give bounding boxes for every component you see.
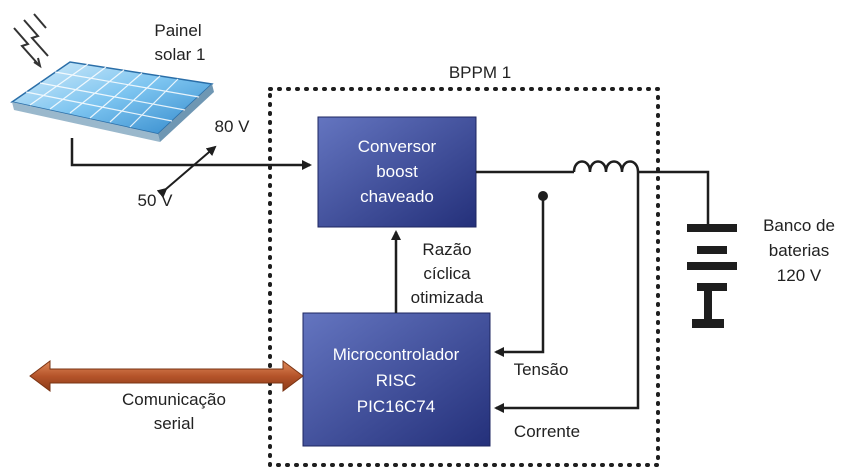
- converter-block: [317, 116, 477, 228]
- microcontroller-line2: RISC: [376, 371, 417, 390]
- voltage-sense-label: Tensão: [514, 360, 569, 379]
- voltage-min-label: 50 V: [138, 191, 174, 210]
- current-sense-wire: [494, 172, 640, 413]
- converter-line1: Conversor: [358, 137, 437, 156]
- bppm-boundary: [268, 87, 660, 467]
- battery-icon: [687, 224, 737, 328]
- voltage-range-arrow: [156, 145, 217, 199]
- solar-panel-label-line1: Painel: [154, 21, 201, 40]
- current-sense-label: Corrente: [514, 422, 580, 441]
- bppm-title: BPPM 1: [449, 63, 511, 82]
- voltage-max-label: 80 V: [215, 117, 251, 136]
- battery-line1: Banco de: [763, 216, 835, 235]
- duty-cycle-line1: Razão: [422, 240, 471, 259]
- solar-panel-icon: [10, 61, 214, 142]
- converter-line3: chaveado: [360, 187, 434, 206]
- duty-cycle-line2: cíclica: [423, 264, 471, 283]
- inductor-to-battery-wire: [638, 170, 710, 224]
- converter-line2: boost: [376, 162, 418, 181]
- duty-cycle-line3: otimizada: [411, 288, 484, 307]
- sunlight-icon: [13, 13, 49, 69]
- serial-communication-arrow: [29, 360, 304, 392]
- microcontroller-line3: PIC16C74: [357, 397, 435, 416]
- battery-line2: baterias: [769, 241, 829, 260]
- serial-line1: Comunicação: [122, 390, 226, 409]
- solar-panel-label-line2: solar 1: [154, 45, 205, 64]
- voltage-sense-wire: [494, 196, 545, 357]
- battery-line3: 120 V: [777, 266, 822, 285]
- microcontroller-block: [302, 312, 491, 447]
- inductor-icon: [572, 160, 640, 173]
- panel-to-converter-wire: [70, 138, 312, 170]
- serial-line2: serial: [154, 414, 195, 433]
- microcontroller-line1: Microcontrolador: [333, 345, 460, 364]
